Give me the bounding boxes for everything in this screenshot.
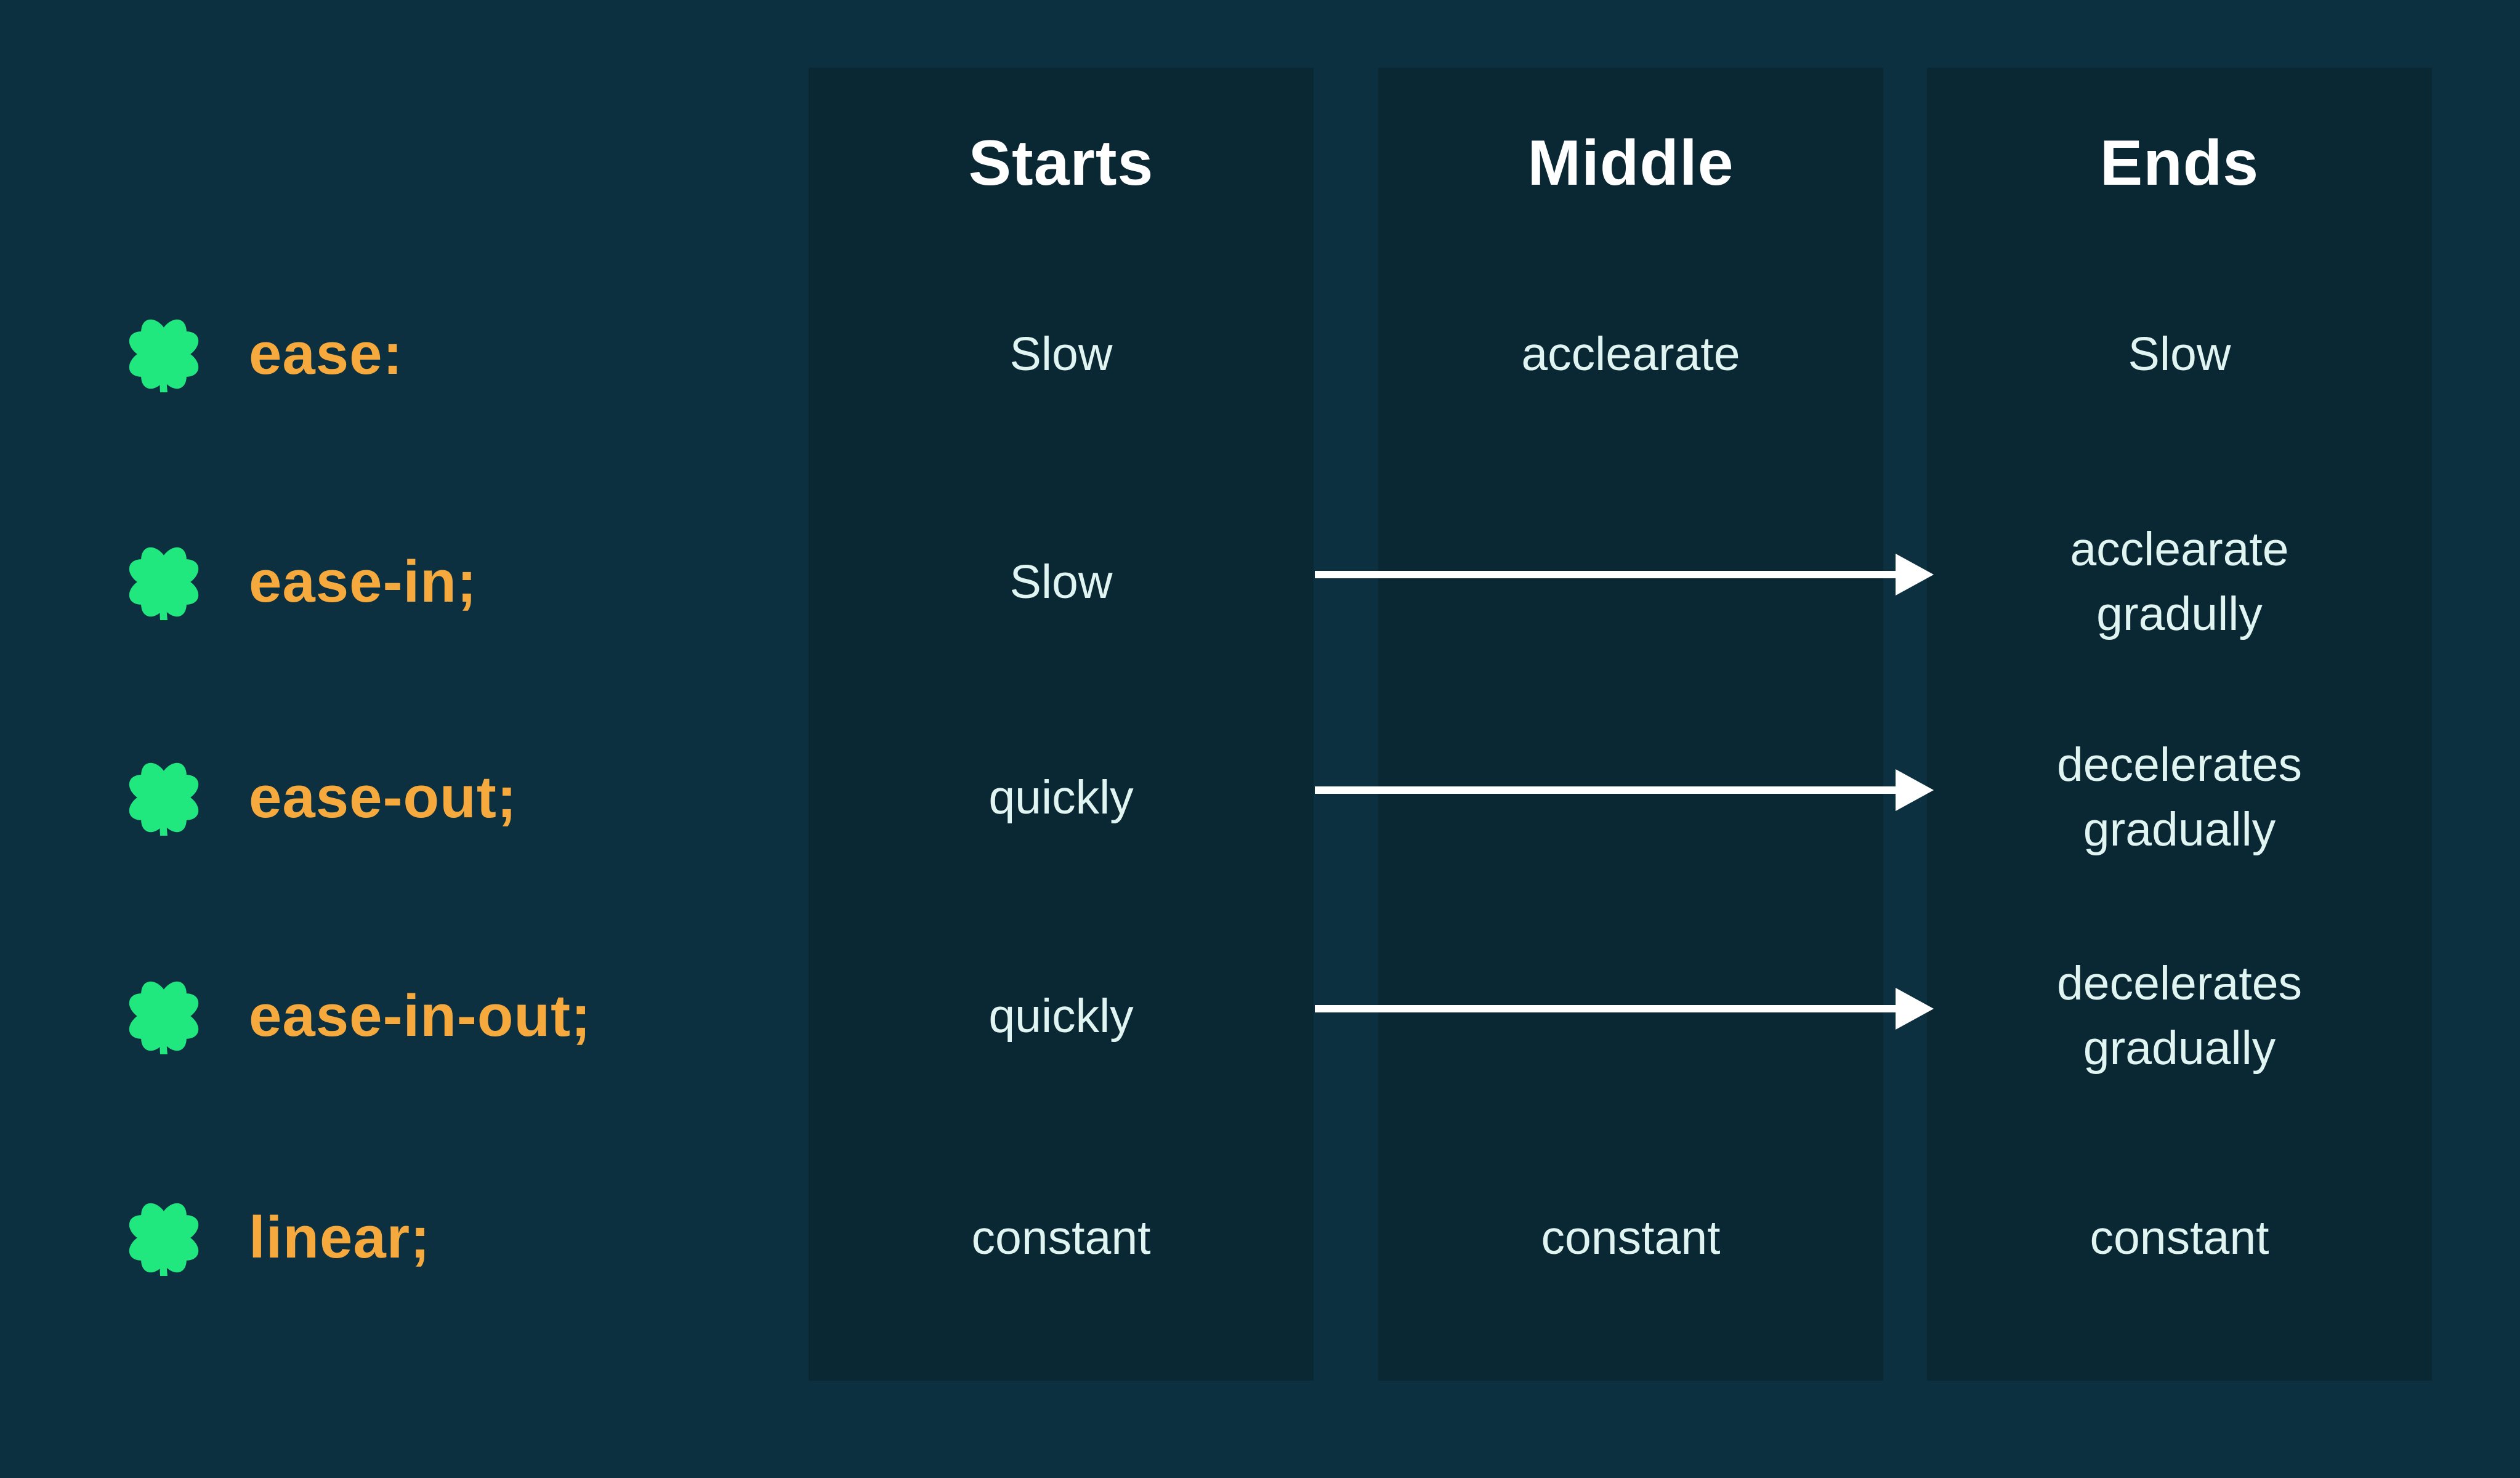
cell-ease-starts: Slow: [1009, 327, 1113, 381]
ends-line: acclearate: [2070, 523, 2289, 576]
cell-ease-out-starts: quickly: [988, 770, 1134, 824]
arrow-right-icon-ease-in-out: [1315, 988, 1934, 1030]
ends-line: gradually: [2083, 1022, 2276, 1075]
column-header-middle: Middle: [1527, 127, 1734, 199]
arrow-shaft: [1315, 1005, 1902, 1012]
column-ends: Ends: [1927, 68, 2432, 1381]
cell-ease-out-ends: decelerates gradually: [1927, 727, 2432, 868]
cell-ease-in-ends: acclearate gradully: [1927, 511, 2432, 653]
clover-icon: [124, 1198, 203, 1277]
clover-icon: [124, 977, 203, 1056]
arrow-right-icon-ease-out: [1315, 769, 1934, 811]
easing-property-label: ease-in-out;: [249, 983, 592, 1049]
arrow-head: [1896, 988, 1934, 1030]
row-ease-in: ease-in;: [123, 533, 477, 631]
cell-ease-ends: Slow: [1927, 317, 2432, 391]
column-middle: Middle: [1378, 68, 1883, 1381]
row-ease: ease:: [123, 305, 403, 403]
ends-line: decelerates: [2056, 738, 2303, 792]
cell-ease-in-out-starts: quickly: [988, 989, 1134, 1043]
clover-icon: [124, 315, 203, 394]
arrow-shaft: [1315, 786, 1902, 794]
ends-line: gradually: [2083, 803, 2276, 856]
column-header-starts: Starts: [968, 127, 1154, 199]
ends-line: constant: [2090, 1211, 2269, 1264]
arrow-shaft: [1315, 571, 1902, 578]
row-linear: linear;: [123, 1189, 430, 1287]
arrow-head: [1896, 769, 1934, 811]
row-ease-in-out: ease-in-out;: [123, 967, 591, 1065]
cell-linear-middle: constant: [1541, 1211, 1721, 1264]
cell-ease-in-starts: Slow: [1009, 555, 1113, 608]
column-starts: Starts: [809, 68, 1314, 1381]
column-header-ends: Ends: [2099, 127, 2260, 199]
clover-icon: [124, 543, 203, 621]
cell-ease-middle: acclearate: [1521, 327, 1740, 381]
cell-linear-starts: constant: [971, 1211, 1151, 1264]
easing-property-label: ease-out;: [249, 764, 517, 830]
arrow-head: [1896, 554, 1934, 596]
cell-ease-in-out-ends: decelerates gradually: [1927, 945, 2432, 1087]
ends-line: decelerates: [2056, 957, 2303, 1011]
arrow-right-icon-ease-in: [1315, 554, 1934, 596]
easing-property-label: ease-in;: [249, 549, 477, 615]
clover-icon: [124, 758, 203, 837]
row-ease-out: ease-out;: [123, 748, 517, 847]
cell-linear-ends: constant: [1927, 1201, 2432, 1275]
ends-line: gradully: [2096, 588, 2263, 640]
easing-property-label: ease:: [249, 321, 403, 387]
ends-line: Slow: [2128, 327, 2231, 381]
easing-property-label: linear;: [249, 1205, 431, 1270]
